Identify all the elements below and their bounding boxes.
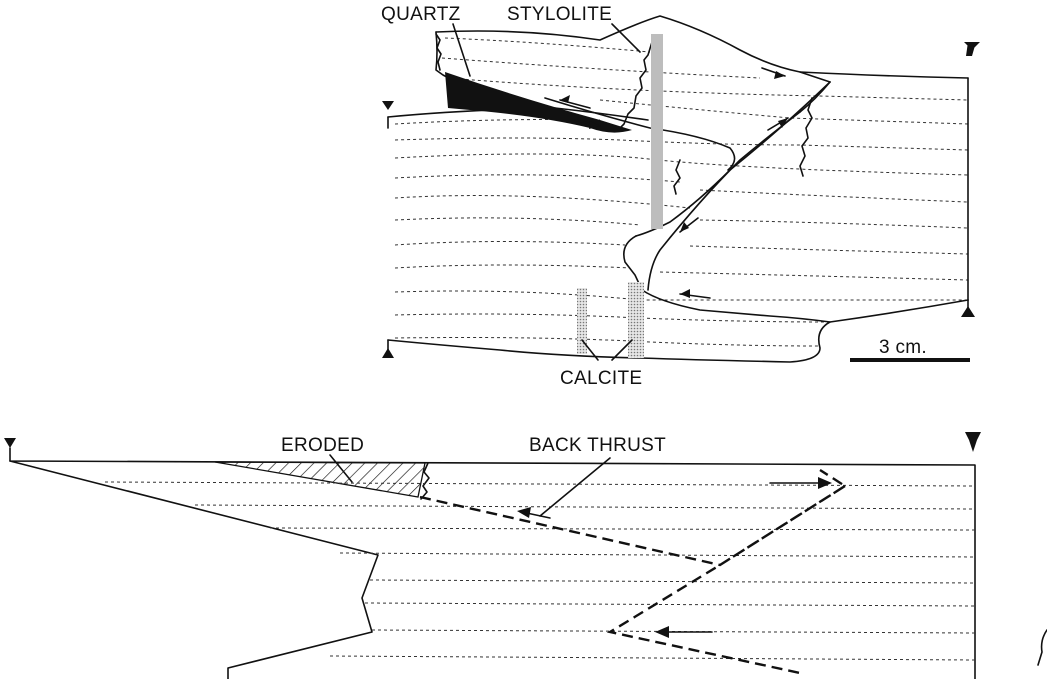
eroded-stylolite-trace [420, 462, 430, 500]
stylolite-label: STYLOLITE [507, 4, 612, 25]
calcite-label: CALCITE [560, 368, 642, 389]
calcite-vein-lower-b [628, 282, 644, 358]
top-sample-panel: QUARTZ STYLOLITE CALCITE 3 cm. [381, 4, 980, 389]
top-corner-markers [382, 42, 980, 358]
bottom-section-outline [9, 460, 976, 679]
quartz-infill [445, 72, 632, 133]
eroded-wedge [214, 461, 426, 498]
back-thrust-fault [419, 468, 848, 675]
scale-bar: 3 cm. [850, 337, 970, 362]
quartz-label: QUARTZ [381, 4, 461, 25]
back-thrust-label: BACK THRUST [529, 435, 666, 456]
calcite-vein-upper [651, 34, 663, 229]
stylolite-traces [435, 33, 813, 195]
bottom-section-panel: ERODED BACK THRUST [4, 432, 981, 679]
bottom-left-marker [4, 438, 16, 448]
eroded-label: ERODED [281, 435, 364, 456]
top-bedding-lines [394, 37, 969, 347]
bottom-right-marker [965, 432, 981, 452]
back-thrust-leader-line [539, 457, 611, 517]
edge-fragment-mark [1037, 629, 1047, 666]
top-sample-outline [387, 15, 969, 363]
calcite-vein-lower-a [577, 288, 587, 354]
top-leader-lines [452, 23, 641, 361]
bottom-bedding-lines [104, 481, 976, 661]
top-slip-arrows [559, 67, 789, 299]
scale-bar-label: 3 cm. [879, 337, 927, 358]
bottom-slip-arrows [517, 477, 832, 638]
eroded-leader-line [329, 454, 353, 483]
